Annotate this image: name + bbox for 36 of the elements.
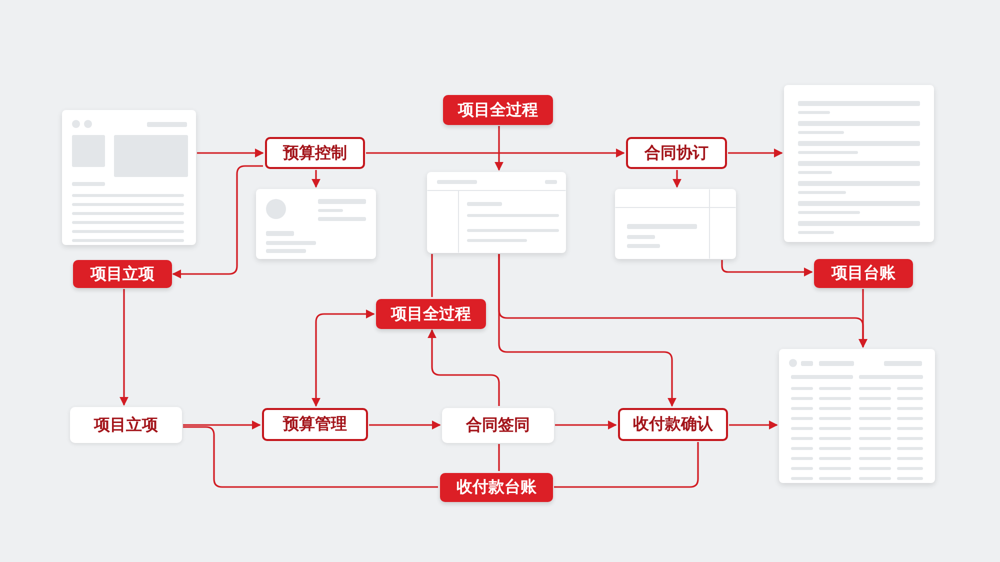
- tag-label: 项目全过程: [443, 95, 553, 125]
- profile-card-drawing: [256, 189, 376, 259]
- document-drawing: [784, 85, 934, 242]
- document-drawing: [62, 110, 196, 245]
- arrow: [120, 289, 128, 406]
- arrow: [428, 329, 500, 406]
- connector-line: [498, 444, 500, 471]
- arrow: [197, 148, 264, 158]
- arrow: [369, 420, 441, 430]
- process-box: 合同协订: [626, 137, 727, 169]
- process-box: 预算控制: [265, 137, 365, 169]
- tag-label: 收付款台账: [440, 473, 553, 502]
- arrow: [494, 126, 504, 171]
- tag-label: 项目台账: [814, 259, 913, 288]
- arrow: [729, 420, 778, 430]
- process-box: 收付款确认: [618, 408, 728, 441]
- table-drawing: [779, 349, 935, 483]
- arrow: [555, 420, 617, 430]
- window-drawing: [427, 172, 566, 253]
- step-box: 项目立项: [70, 407, 182, 443]
- arrow: [172, 165, 263, 278]
- tag-label: 项目全过程: [376, 299, 486, 329]
- arrow: [366, 148, 625, 158]
- step-box: 合同签同: [442, 408, 554, 443]
- arrow: [672, 170, 682, 188]
- tag-label: 项目立项: [73, 260, 172, 288]
- connector-line: [431, 254, 433, 297]
- arrow: [183, 420, 261, 430]
- arrow: [312, 170, 320, 188]
- process-box: 预算管理: [262, 408, 368, 441]
- arrow: [498, 254, 676, 407]
- connector-line: [554, 442, 699, 488]
- panel-drawing: [615, 189, 736, 259]
- arrow: [728, 148, 783, 158]
- arrow: [312, 310, 375, 407]
- connector-line: [183, 426, 438, 488]
